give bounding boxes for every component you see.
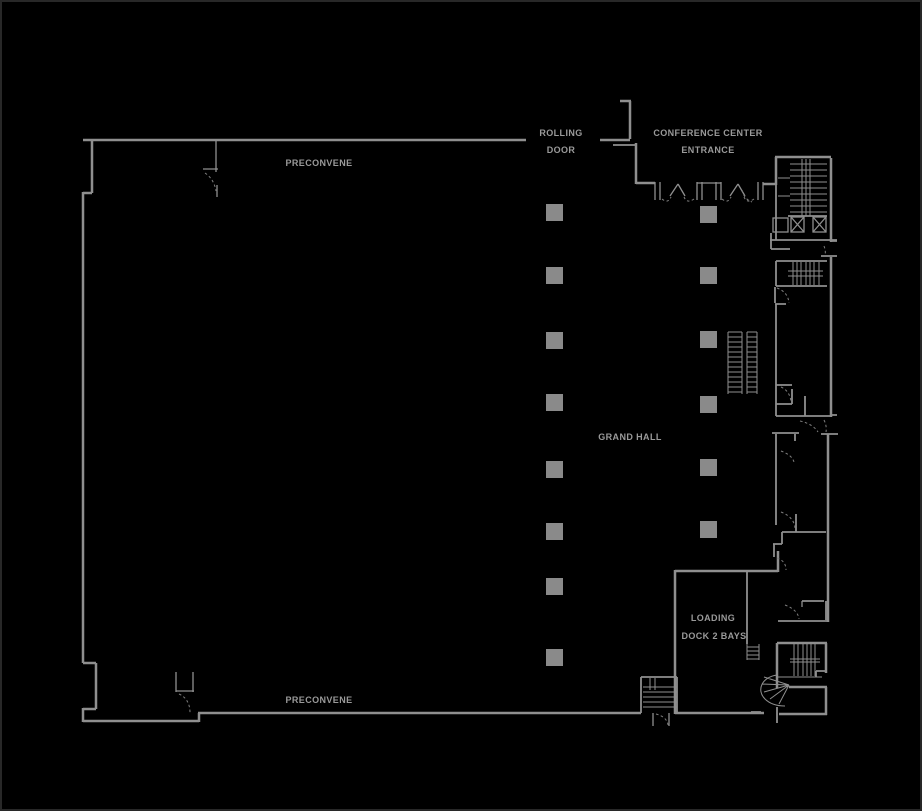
column xyxy=(700,396,717,413)
door-swing-arcs xyxy=(178,172,827,726)
label-conference-center-line1: CONFERENCE CENTER xyxy=(653,128,762,138)
elevator-icon xyxy=(790,216,805,233)
column xyxy=(700,459,717,476)
column xyxy=(700,331,717,348)
column xyxy=(700,206,717,223)
label-grand-hall: GRAND HALL xyxy=(598,432,662,442)
label-loading-dock-line1: LOADING xyxy=(691,613,735,623)
column xyxy=(546,523,563,540)
column xyxy=(546,578,563,595)
column xyxy=(546,461,563,478)
label-conference-center-line2: ENTRANCE xyxy=(681,145,734,155)
door-frames xyxy=(175,141,803,726)
label-preconvene-top: PRECONVENE xyxy=(285,158,352,168)
elevator-icon xyxy=(812,216,827,233)
columns xyxy=(546,204,717,666)
core-inner-walls xyxy=(613,144,838,723)
elevator-bank xyxy=(772,216,827,233)
label-rolling-door-line1: ROLLING xyxy=(539,128,582,138)
elevator-lobby-box xyxy=(772,217,789,233)
column xyxy=(700,267,717,284)
stair-treads xyxy=(643,159,827,708)
column xyxy=(546,204,563,221)
column xyxy=(546,649,563,666)
label-loading-dock-line2: DOCK 2 BAYS xyxy=(681,631,746,641)
column xyxy=(546,267,563,284)
label-rolling-door-line2: DOOR xyxy=(547,145,576,155)
column xyxy=(546,394,563,411)
hall-outer-walls xyxy=(81,99,833,723)
column xyxy=(700,521,717,538)
label-preconvene-bottom: PRECONVENE xyxy=(285,695,352,705)
column xyxy=(546,332,563,349)
